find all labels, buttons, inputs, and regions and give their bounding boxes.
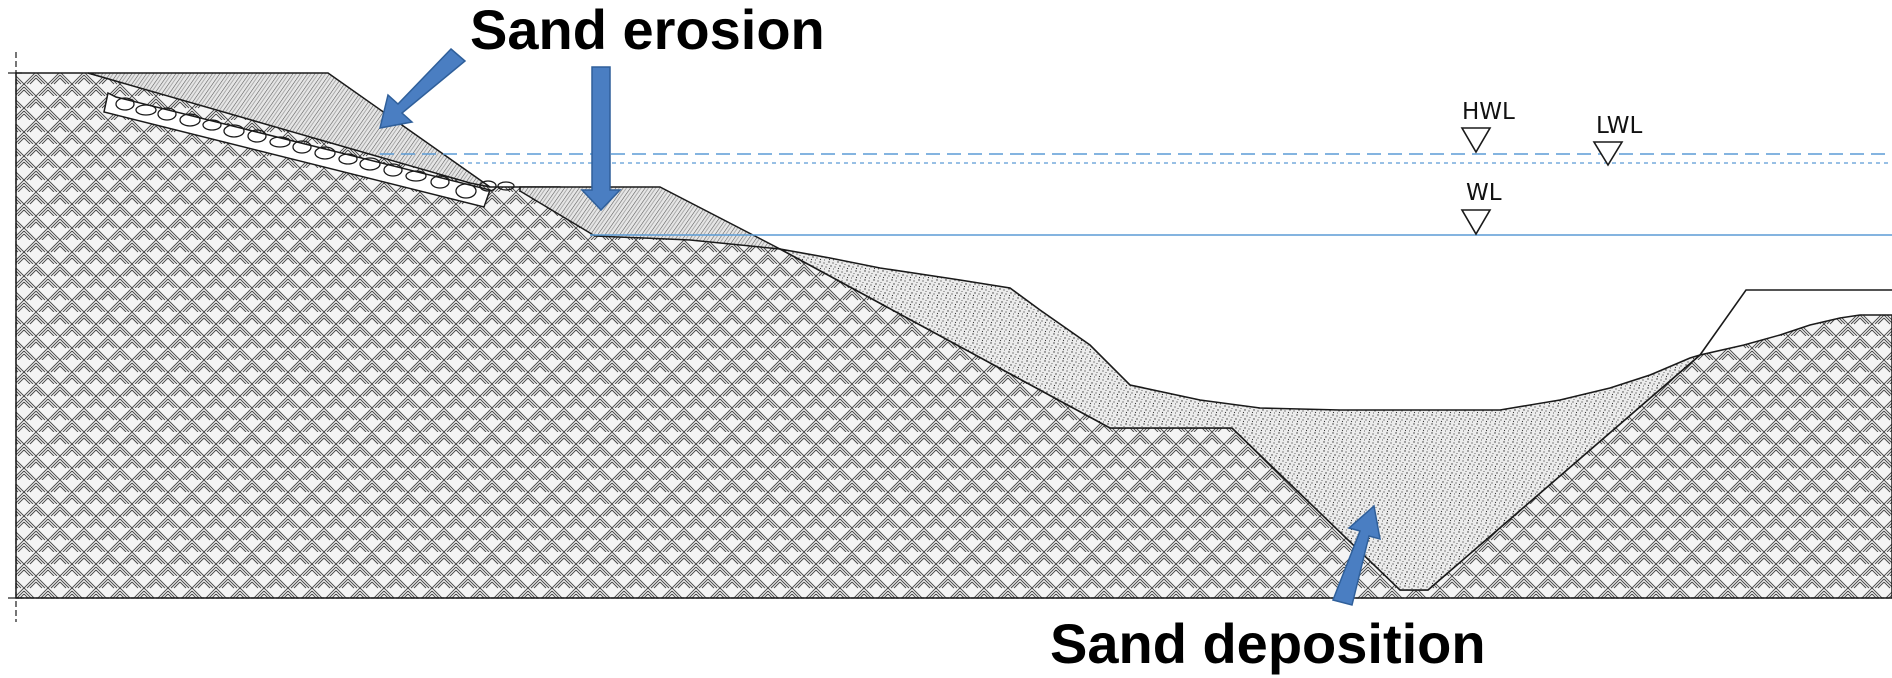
deposition-arrow <box>1331 504 1381 606</box>
right-bank-berm <box>1699 289 1892 356</box>
berm-fill <box>519 186 781 250</box>
lwl-label: LWL <box>1596 113 1642 139</box>
hwl-marker: HWL <box>1460 99 1515 154</box>
erosion-arrow-diagonal <box>378 47 467 129</box>
sand-deposit <box>779 248 1701 591</box>
riprap-revetment <box>103 91 515 208</box>
erosion-arrow-vertical <box>580 66 622 212</box>
embankment-fill-upper <box>87 72 491 188</box>
wl-label: WL <box>1466 180 1502 206</box>
lwl-marker: LWL <box>1592 113 1642 167</box>
sand-deposition-label: Sand deposition <box>1050 612 1486 675</box>
sand-erosion-label: Sand erosion <box>470 0 825 61</box>
hwl-label: HWL <box>1462 99 1515 125</box>
wl-marker: WL <box>1460 180 1502 236</box>
